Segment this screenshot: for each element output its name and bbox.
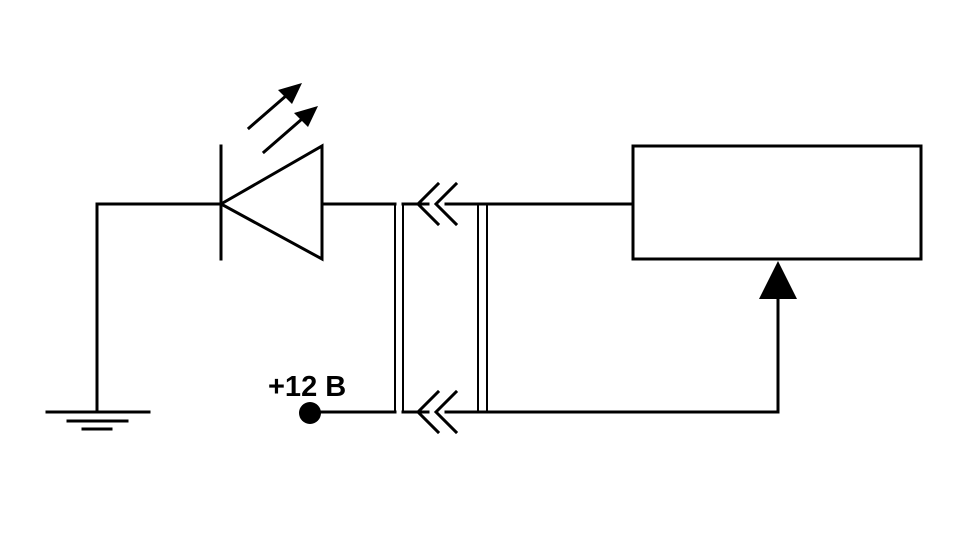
supply-terminal: +12 В	[268, 371, 397, 424]
connector-pin-bottom	[401, 389, 780, 435]
connector-housing-left	[394, 204, 404, 412]
potentiometer	[631, 144, 923, 414]
connector-housing-right	[477, 204, 488, 412]
supply-voltage-label: +12 В	[268, 371, 346, 403]
connector-pin-top	[401, 181, 635, 227]
potentiometer-body	[631, 144, 923, 261]
ground-symbol	[45, 202, 151, 431]
led	[217, 83, 324, 262]
wiper-arrow-icon	[759, 261, 797, 299]
led-triangle	[217, 143, 324, 262]
light-emission-arrows-icon	[246, 83, 318, 155]
